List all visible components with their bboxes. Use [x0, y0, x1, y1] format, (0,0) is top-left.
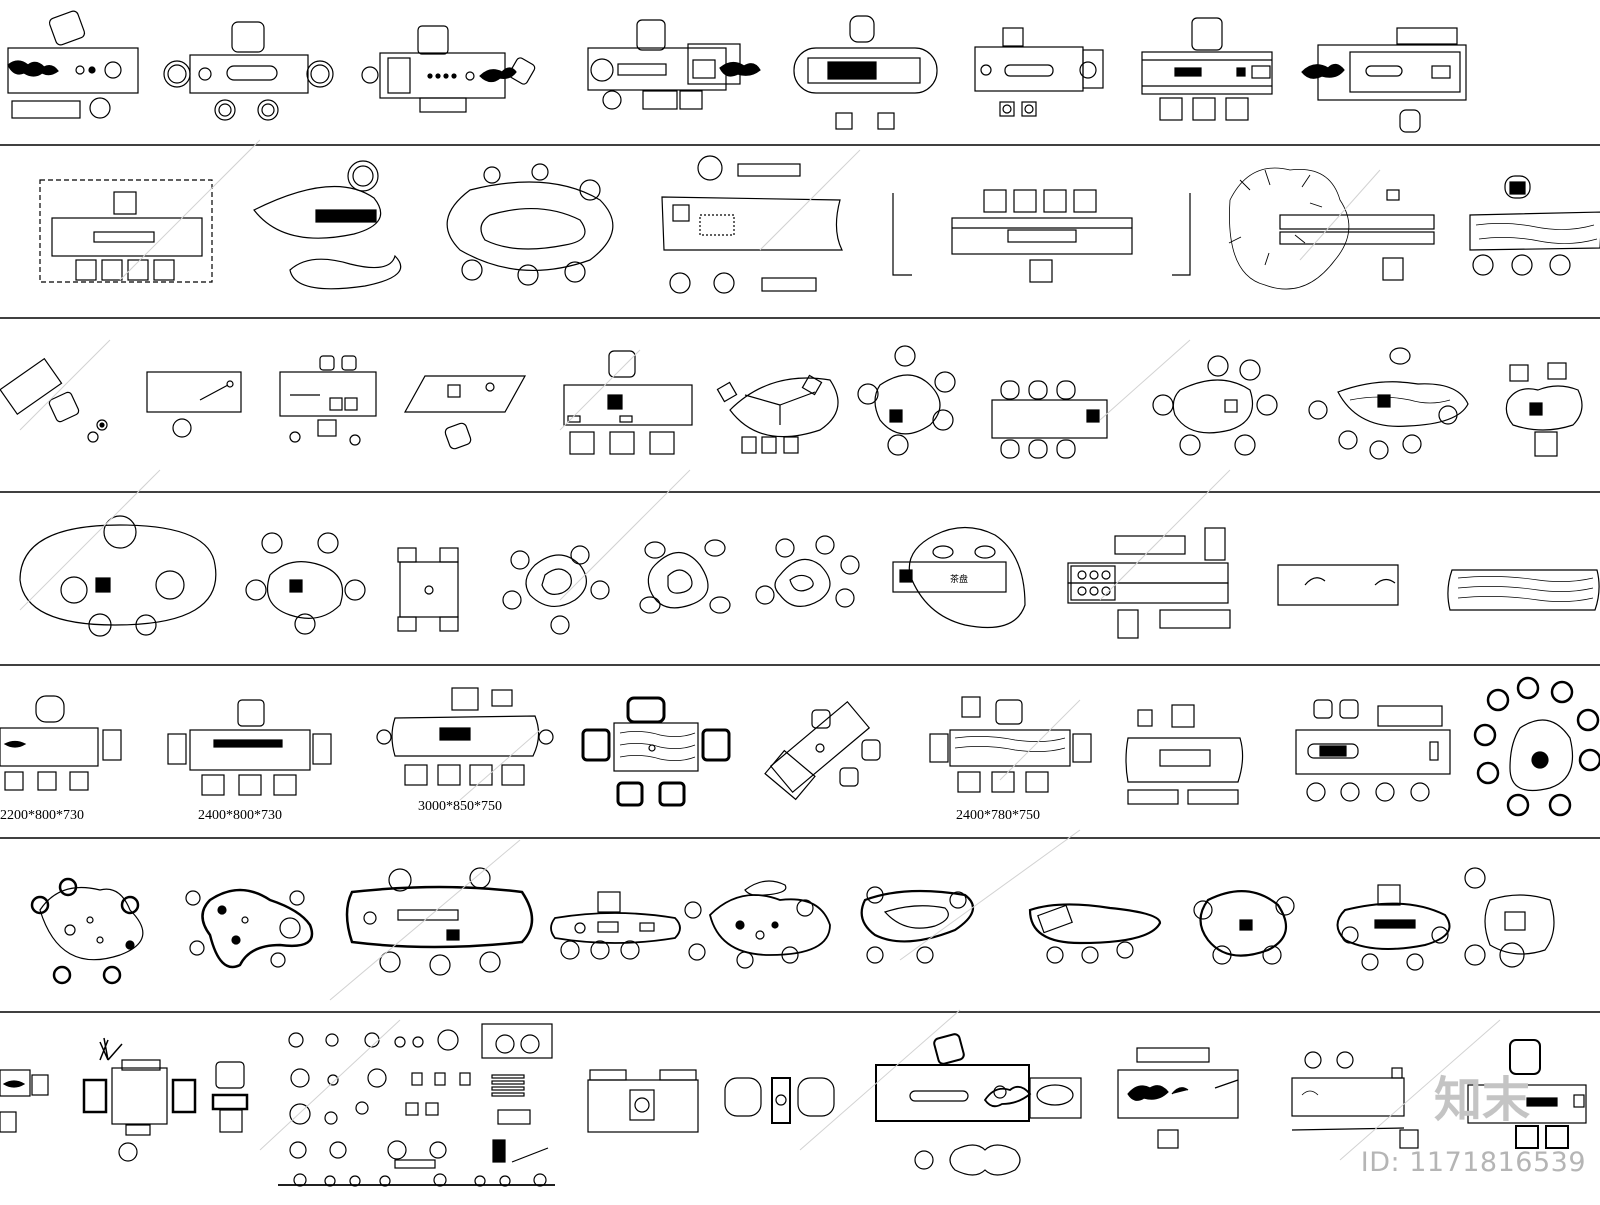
- tea-set-31: [639, 539, 731, 614]
- tea-set-17: [146, 371, 242, 438]
- tea-set-34: [1067, 527, 1231, 639]
- tea-set-13: [892, 189, 1191, 283]
- tea-set-48: [345, 867, 534, 976]
- tea-set-29: [397, 547, 459, 632]
- tea-set-28: [245, 532, 366, 635]
- tea-set-60: [587, 1069, 699, 1133]
- tea-set-20: [563, 350, 693, 455]
- tea-set-25: [1308, 347, 1469, 460]
- watermark-id: ID: 1171816539: [1360, 1147, 1586, 1178]
- tea-set-43: [1125, 704, 1244, 805]
- tea-set-61: [724, 1077, 835, 1124]
- row-1-tea-sets: [7, 10, 1467, 133]
- tea-set-11: [446, 163, 614, 286]
- tea-set-5: [793, 15, 938, 130]
- tea-set-27: [19, 515, 217, 637]
- tea-set-62: [875, 1033, 1082, 1176]
- tea-set-63: [1117, 1047, 1239, 1149]
- tea-set-15: [1469, 175, 1600, 276]
- tea-set-4: [587, 19, 761, 110]
- tea-set-3: [361, 25, 536, 113]
- tea-set-59-teaware: [278, 1023, 555, 1187]
- tea-set-24: [1152, 355, 1278, 456]
- tea-set-49: [550, 891, 681, 960]
- tea-set-9: [39, 179, 213, 283]
- tea-set-55: [1464, 867, 1555, 968]
- tea-set-52: [1028, 903, 1162, 964]
- tea-set-7: [1141, 17, 1273, 121]
- tea-set-64: [1291, 1051, 1419, 1149]
- tea-set-26: [1505, 362, 1583, 457]
- tea-set-40: [581, 696, 731, 807]
- tea-set-10: [253, 160, 402, 290]
- tea-set-46: [30, 877, 144, 985]
- tea-set-54: [1336, 884, 1451, 971]
- tea-set-36: [1447, 569, 1600, 611]
- tea-set-32: [755, 535, 860, 608]
- tea-set-18: [279, 355, 377, 446]
- tea-set-57: [82, 1037, 197, 1162]
- tea-set-23: [991, 380, 1108, 459]
- tea-set-21: [716, 374, 839, 454]
- tea-set-47: [185, 888, 314, 969]
- tea-set-41: [764, 700, 881, 801]
- tea-set-14: [1228, 167, 1435, 290]
- tea-set-38: [167, 699, 332, 796]
- tea-set-42: [929, 696, 1092, 793]
- dimension-label-3: 3000*850*750: [418, 799, 502, 814]
- tea-set-8: [1301, 27, 1467, 133]
- tea-set-16: [0, 357, 108, 443]
- tea-set-1: [7, 10, 139, 119]
- row-3-tea-sets: [0, 345, 1583, 460]
- watermark-diagonals: [19, 139, 1501, 1161]
- dimension-label-4: 2400*780*750: [956, 808, 1040, 823]
- row-6-tea-sets: [30, 867, 1555, 985]
- tea-set-51: [860, 886, 975, 964]
- tea-set-53: [1193, 890, 1295, 965]
- tea-set-19: [403, 375, 527, 450]
- tea-set-35: [1277, 564, 1399, 606]
- row-2-tea-sets: [39, 155, 1600, 294]
- tea-set-65: [1467, 1039, 1587, 1149]
- tea-set-39: [376, 687, 554, 786]
- tea-set-58: [211, 1061, 249, 1133]
- dimension-label-1: 2200*800*730: [0, 808, 84, 823]
- row-dividers: [0, 144, 1600, 1013]
- tea-set-56: [0, 1069, 49, 1133]
- svg-text:茶盘: 茶盘: [950, 573, 968, 584]
- tea-set-44: [1295, 699, 1451, 802]
- tea-set-33: 茶盘: [892, 526, 1026, 629]
- tea-set-2: [163, 21, 334, 121]
- tea-set-30: [502, 545, 610, 635]
- tea-set-12: [661, 155, 843, 294]
- tea-set-45: [1473, 676, 1600, 817]
- tea-set-37: [0, 695, 122, 791]
- watermark-logo: 知末: [1433, 1072, 1530, 1128]
- tea-set-22: [857, 345, 956, 456]
- dimension-label-2: 2400*800*730: [198, 808, 282, 823]
- row-7-tea-sets: [0, 1023, 1587, 1187]
- tea-set-6: [974, 27, 1104, 117]
- row-5-tea-sets: [0, 676, 1600, 817]
- row-4-tea-sets: 茶盘: [19, 515, 1600, 639]
- tea-set-50: [684, 880, 831, 969]
